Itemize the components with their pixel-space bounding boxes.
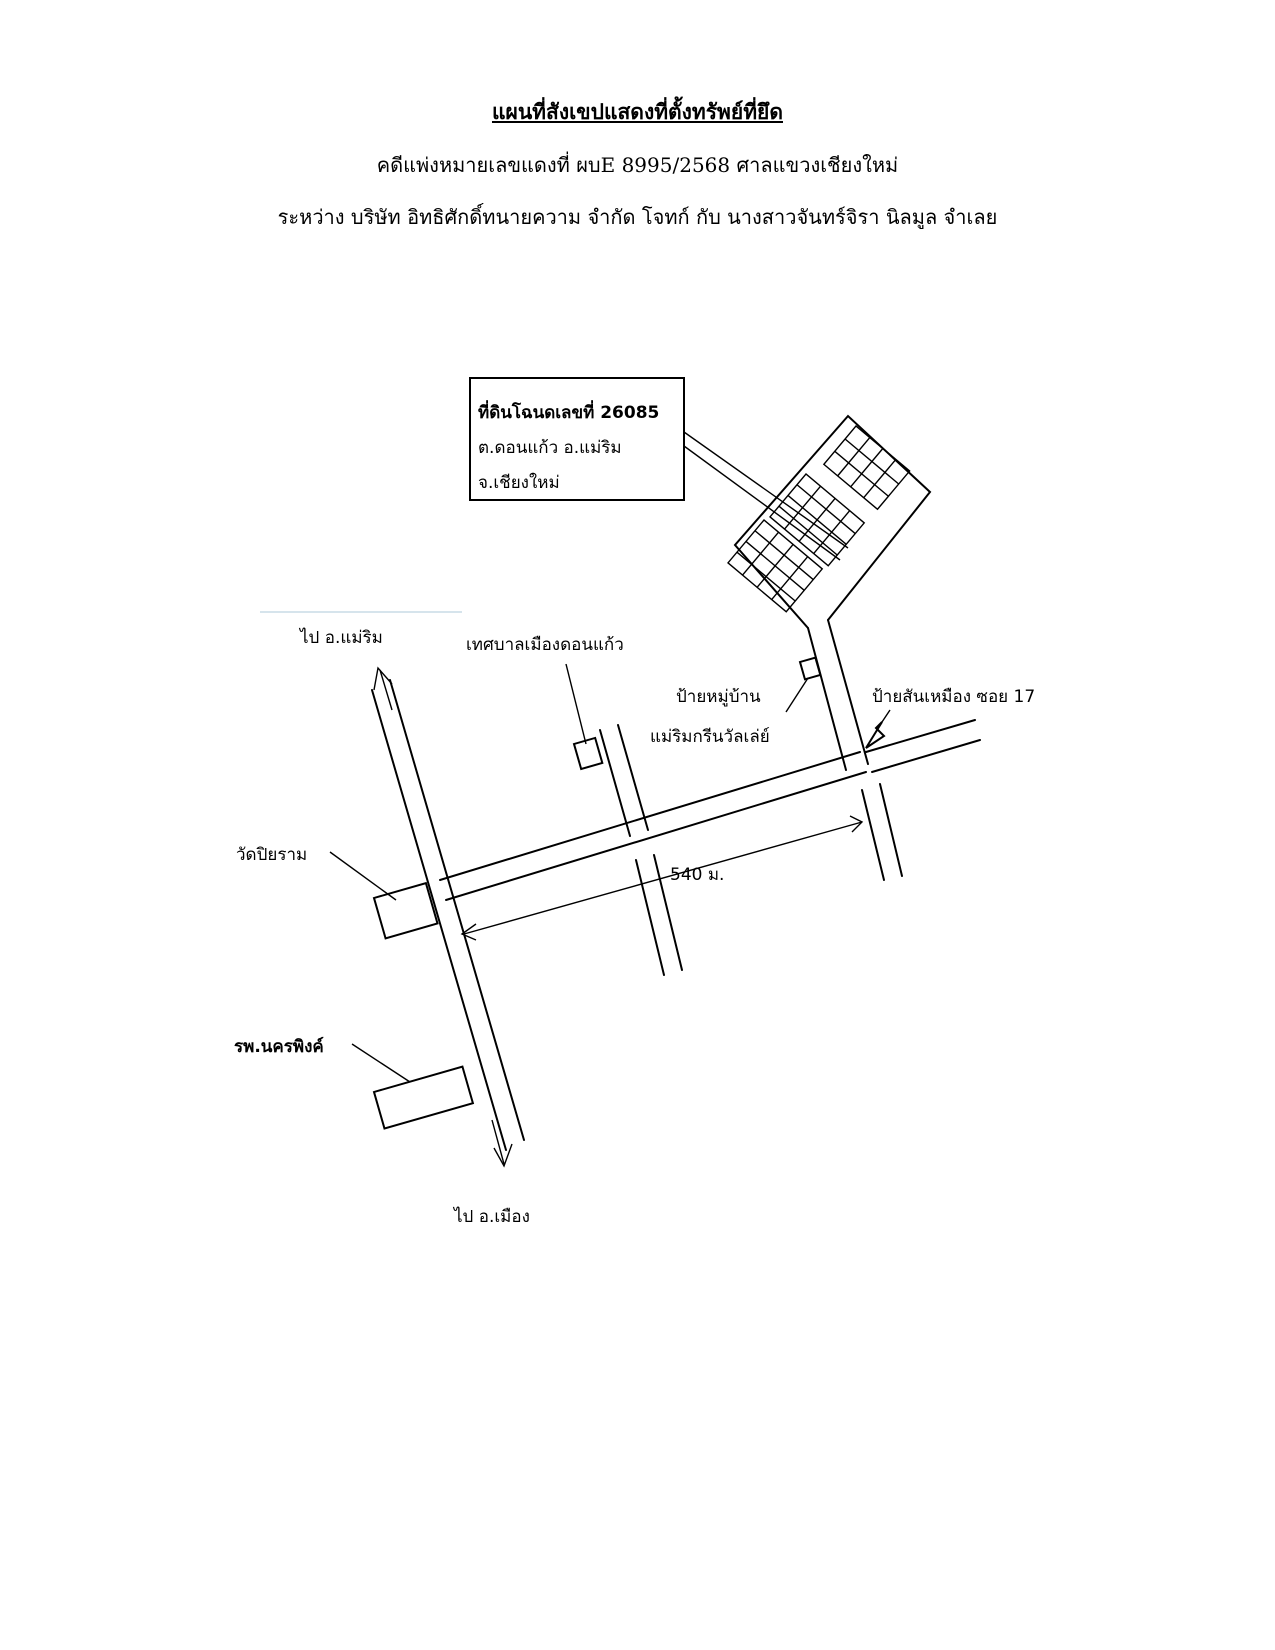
hospital-marker: รพ.นครพิงค์ — [234, 1036, 475, 1130]
land-deed-number: ที่ดินโฉนดเลขที่ 26085 — [478, 400, 659, 423]
land-plot-grid — [727, 425, 911, 613]
to-mueang-label: ไป อ.เมือง — [452, 1206, 530, 1227]
land-subdistrict: ต.ดอนแก้ว อ.แม่ริม — [478, 438, 622, 458]
land-province: จ.เชียงใหม่ — [478, 472, 560, 493]
municipality-side-road — [599, 724, 683, 976]
arrow-to-mueang — [491, 1119, 513, 1168]
municipality-marker: เทศบาลเมืองดอนแก้ว — [466, 635, 624, 771]
road-to-land — [807, 619, 903, 881]
land-parcel — [727, 414, 932, 629]
san-nuea-sign-marker: ป้ายสันเหมือง ซอย 17 — [865, 687, 1035, 749]
cross-road — [439, 719, 981, 901]
land-deed-box: ที่ดินโฉนดเลขที่ 26085 ต.ดอนแก้ว อ.แม่ริ… — [469, 377, 849, 561]
village-name-label: แม่ริมกรีนวัลเล่ย์ — [650, 727, 770, 747]
hospital-label: รพ.นครพิงค์ — [234, 1036, 324, 1057]
municipality-label: เทศบาลเมืองดอนแก้ว — [466, 635, 624, 655]
wat-label: วัดปิยราม — [236, 845, 307, 865]
village-sign-marker: ป้ายหมู่บ้าน แม่ริมกรีนวัลเล่ย์ — [650, 656, 822, 747]
page-title: แผนที่สังเขปแสดงที่ตั้งทรัพย์ที่ยึด — [491, 99, 783, 124]
parties-line: ระหว่าง บริษัท อิทธิศักดิ์ทนายความ จำกัด… — [277, 205, 998, 229]
san-nuea-sign-label: ป้ายสันเหมือง ซอย 17 — [872, 687, 1035, 707]
distance-label: 540 ม. — [670, 865, 724, 885]
main-highway — [371, 679, 525, 1151]
village-sign-label: ป้ายหมู่บ้าน — [676, 687, 761, 707]
to-mae-rim-label: ไป อ.แม่ริม — [298, 627, 383, 648]
arrow-to-mae-rim — [373, 666, 393, 711]
wat-marker: วัดปิยราม — [236, 845, 439, 940]
document-header: แผนที่สังเขปแสดงที่ตั้งทรัพย์ที่ยึด คดีแ… — [0, 92, 1275, 233]
distance-arrow: 540 ม. — [460, 815, 864, 941]
case-number-line: คดีแพ่งหมายเลขแดงที่ ผบE 8995/2568 ศาลแข… — [376, 153, 899, 177]
